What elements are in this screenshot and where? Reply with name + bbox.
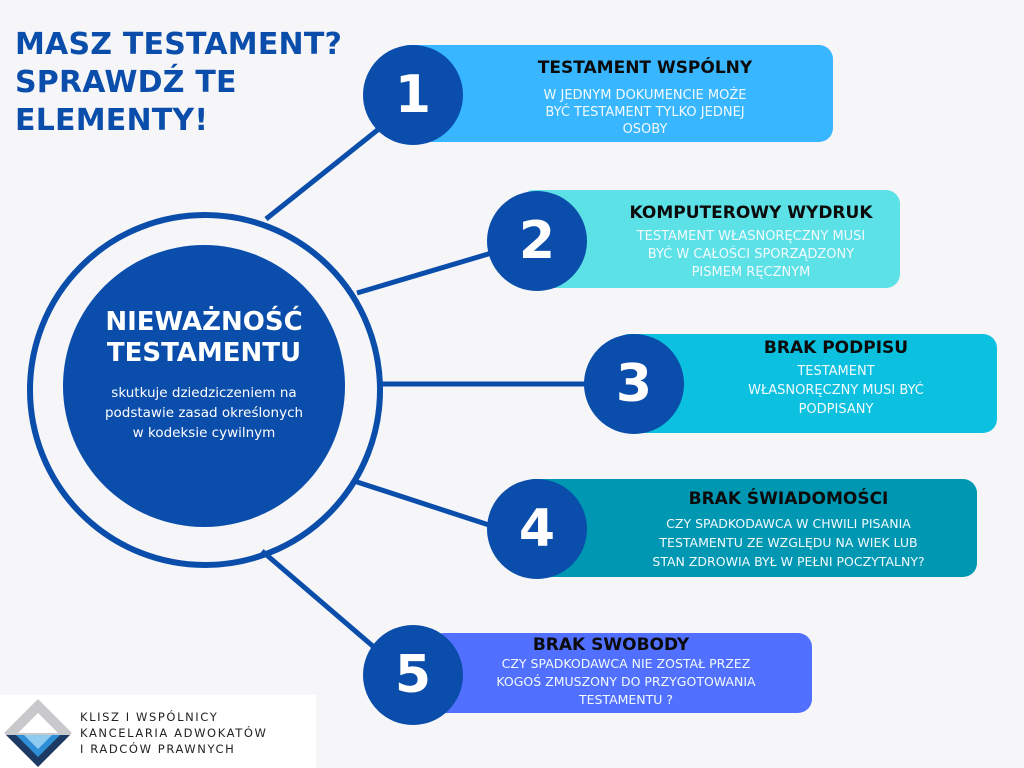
item-title: BRAK PODPISU [763,338,909,358]
item-number-badge-3: 3 [584,334,684,434]
hub-subtitle-line-2: podstawie zasad określonych [104,405,304,421]
hub-subtitle: skutkuje dziedziczeniem na podstawie zas… [83,383,325,443]
hub-title-line-1: NIEWAŻNOŚĆ [105,307,303,337]
item-description: CZY SPADKODAWCA W CHWILI PISANIA TESTAME… [520,514,977,571]
hub-title-line-2: TESTAMENTU [106,338,302,368]
item-description: CZY SPADKODAWCA NIE ZOSTAŁ PRZEZ KOGOŚ Z… [430,655,812,709]
item-desc-line: TESTAMENTU ? [578,692,674,707]
logo-text: KLISZ I WSPÓLNICY KANCELARIA ADWOKATÓW I… [80,709,267,757]
item-desc-line: TESTAMENT [797,364,875,379]
item-card-4: BRAK ŚWIADOMOŚCI CZY SPADKODAWCA W CHWIL… [520,479,977,577]
item-number-badge-1: 1 [363,45,463,145]
headline-line-3: ELEMENTY! [15,103,209,138]
company-logo: KLISZ I WSPÓLNICY KANCELARIA ADWOKATÓW I… [0,695,316,768]
connector-1 [264,126,382,221]
item-description: TESTAMENT WŁASNORĘCZNY MUSI BYĆ PODPISAN… [615,362,997,419]
hub-outer-ring [27,212,383,568]
item-desc-line: BYĆ W CAŁOŚCI SPORZĄDZONY [647,247,855,262]
item-card-5: BRAK SWOBODY CZY SPADKODAWCA NIE ZOSTAŁ … [430,633,812,713]
logo-line-3: I RADCÓW PRAWNYCH [80,742,236,756]
headline: MASZ TESTAMENT? SPRAWDŹ TE ELEMENTY! [15,26,342,140]
item-description: TESTAMENT WŁASNORĘCZNY MUSI BYĆ W CAŁOŚC… [520,228,900,282]
hub-title: NIEWAŻNOŚĆ TESTAMENTU [63,307,345,369]
connector-4 [353,478,493,529]
item-card-2: KOMPUTEROWY WYDRUK TESTAMENT WŁASNORĘCZN… [520,190,900,288]
item-card-1: TESTAMENT WSPÓLNY W JEDNYM DOKUMENCIE MO… [395,45,833,142]
headline-line-1: MASZ TESTAMENT? [15,27,343,62]
item-title: TESTAMENT WSPÓLNY [537,58,753,78]
item-desc-line: CZY SPADKODAWCA NIE ZOSTAŁ PRZEZ [501,656,751,671]
item-desc-line: PODPISANY [798,402,874,417]
hub-subtitle-line-3: w kodeksie cywilnym [132,425,276,441]
logo-line-2: KANCELARIA ADWOKATÓW [80,726,268,740]
hub-subtitle-line-1: skutkuje dziedziczeniem na [111,385,297,401]
item-desc-line: CZY SPADKODAWCA W CHWILI PISANIA [666,516,911,531]
headline-line-2: SPRAWDŹ TE [15,65,237,100]
connector-2 [356,249,496,296]
item-description: W JEDNYM DOKUMENCIE MOŻE BYĆ TESTAMENT T… [395,87,833,138]
item-desc-line: TESTAMENT WŁASNORĘCZNY MUSI [636,229,866,244]
item-title: BRAK ŚWIADOMOŚCI [688,489,889,509]
item-title: BRAK SWOBODY [532,635,690,655]
diamond-logo-icon [4,699,72,767]
item-desc-line: PISMEM RĘCZNYM [691,265,811,280]
item-number-badge-5: 5 [363,625,463,725]
item-number-badge-2: 2 [487,191,587,291]
item-desc-line: W JEDNYM DOKUMENCIE MOŻE [543,88,747,103]
item-desc-line: TESTAMENTU ZE WZGLĘDU NA WIEK LUB [659,535,918,550]
item-desc-line: WŁASNORĘCZNY MUSI BYĆ [748,383,924,398]
item-desc-line: OSOBY [622,122,668,137]
item-card-3: BRAK PODPISU TESTAMENT WŁASNORĘCZNY MUSI… [615,334,997,433]
connector-5 [260,549,377,650]
hub-circle: NIEWAŻNOŚĆ TESTAMENTU skutkuje dziedzicz… [63,245,345,527]
item-number-badge-4: 4 [487,479,587,579]
logo-line-1: KLISZ I WSPÓLNICY [80,710,219,724]
item-title: KOMPUTEROWY WYDRUK [629,203,873,223]
item-desc-line: KOGOŚ ZMUSZONY DO PRZYGOTOWANIA [496,674,756,689]
item-desc-line: BYĆ TESTAMENT TYLKO JEDNEJ [545,105,745,120]
item-desc-line: STAN ZDROWIA BYŁ W PEŁNI POCZYTALNY? [652,554,925,569]
